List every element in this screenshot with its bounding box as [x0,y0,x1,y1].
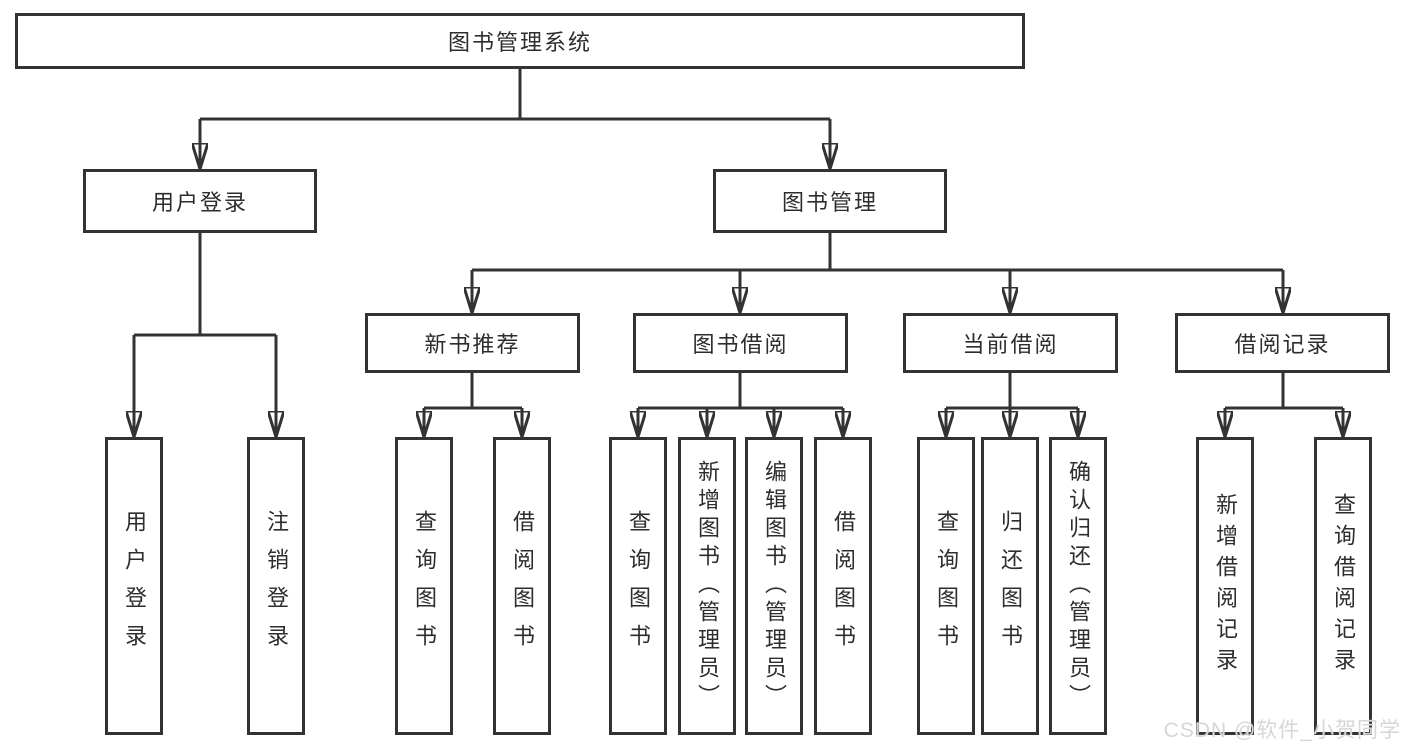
leaf-query-borrow-record: 查询借阅记录 [1314,437,1372,735]
connector-rails [134,68,1343,410]
node-label: 借阅图书 [831,510,856,662]
leaf-user-login: 用户登录 [105,437,163,735]
leaf-query-books: 查询图书 [395,437,453,735]
node-label: 归还图书 [998,510,1023,662]
csdn-watermark: CSDN @软件_小贺同学 [1163,719,1401,742]
node-label: 查询借阅记录 [1331,493,1356,679]
leaf-edit-book-admin: 编辑图书（管理员） [745,437,803,735]
node-label: 用户登录 [122,510,147,662]
node-label: 查询图书 [412,510,437,662]
leaf-borrow-books: 借阅图书 [493,437,551,735]
node-label: 新书推荐 [424,332,521,357]
node-label: 当前借阅 [962,332,1059,357]
leaf-add-borrow-record: 新增借阅记录 [1196,437,1254,735]
leaf-confirm-return-admin: 确认归还（管理员） [1049,437,1107,735]
node-book-management: 图书管理 [713,169,947,233]
node-user-login: 用户登录 [83,169,317,233]
node-borrowing-records: 借阅记录 [1175,313,1390,373]
node-book-borrowing: 图书借阅 [633,313,848,373]
node-label: 注销登录 [264,510,289,662]
node-label: 图书借阅 [692,332,789,357]
node-label: 借阅记录 [1234,332,1331,357]
node-label: 图书管理 [781,190,878,215]
leaf-return-book: 归还图书 [981,437,1039,735]
leaf-query-books: 查询图书 [917,437,975,735]
node-label: 借阅图书 [510,510,535,662]
node-label: 查询图书 [934,510,959,662]
node-label: 确认归还（管理员） [1066,460,1091,712]
node-new-book-recommend: 新书推荐 [365,313,580,373]
node-book-management-system: 图书管理系统 [15,13,1025,69]
node-label: 编辑图书（管理员） [762,460,787,712]
node-label: 新增借阅记录 [1213,493,1238,679]
node-label: 查询图书 [626,510,651,662]
leaf-query-books: 查询图书 [609,437,667,735]
node-label: 用户登录 [151,190,248,215]
node-label: 图书管理系统 [447,30,592,55]
leaf-logout: 注销登录 [247,437,305,735]
leaf-borrow-books: 借阅图书 [814,437,872,735]
node-current-borrowing: 当前借阅 [903,313,1118,373]
node-label: 新增图书（管理员） [695,460,720,712]
leaf-add-book-admin: 新增图书（管理员） [678,437,736,735]
